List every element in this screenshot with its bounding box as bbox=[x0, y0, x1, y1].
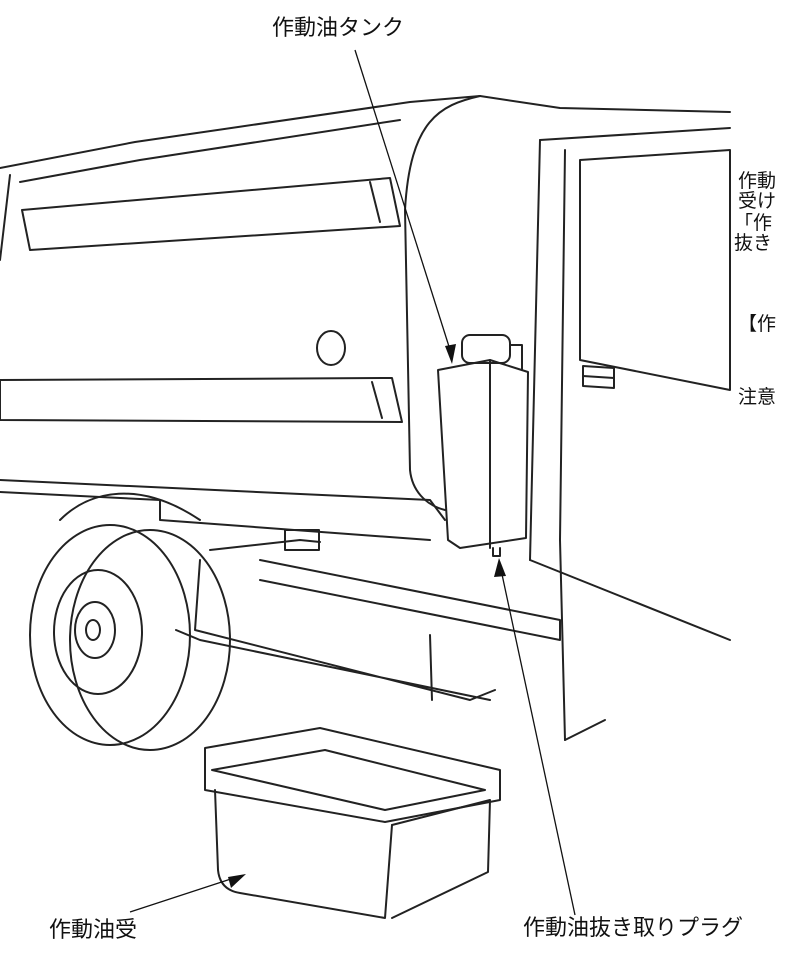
dump-body-top-edge bbox=[0, 95, 481, 169]
cab-door-top bbox=[539, 127, 731, 141]
tank-drain-plug bbox=[492, 547, 501, 557]
side-text-line-5: 【作 bbox=[738, 313, 777, 335]
tank-filler bbox=[461, 334, 511, 364]
step-bar bbox=[175, 539, 496, 701]
rear-wheel-tire-back bbox=[69, 529, 231, 751]
side-text-line-2: 受け bbox=[738, 190, 777, 212]
arrowhead-drain-plug bbox=[494, 558, 506, 577]
cab-bottom bbox=[529, 559, 731, 641]
rear-wheel-outer bbox=[29, 524, 191, 746]
oil-receiver-label: 作動油受 bbox=[49, 918, 138, 943]
leader-drain-plug bbox=[499, 564, 576, 916]
rear-wheel-hub bbox=[74, 601, 116, 659]
arrowhead-receiver bbox=[228, 874, 246, 888]
rear-wheel-rim bbox=[53, 569, 143, 695]
chassis-frame bbox=[259, 559, 561, 641]
body-lower-rib bbox=[0, 377, 403, 423]
side-text-line-3: 「作 bbox=[734, 212, 773, 234]
leader-receiver bbox=[129, 875, 241, 913]
tank-label: 作動油タンク bbox=[272, 16, 405, 41]
dump-body-left-edge bbox=[0, 174, 11, 261]
hydraulic-tank bbox=[437, 359, 529, 549]
dump-body-top-inner bbox=[19, 119, 401, 183]
cab-front-pillar bbox=[529, 139, 541, 561]
body-bottom-edge bbox=[0, 479, 446, 521]
arrowhead-tank bbox=[445, 344, 456, 364]
cab-window bbox=[579, 149, 731, 391]
leader-tank bbox=[354, 49, 453, 357]
body-round-lamp bbox=[316, 330, 346, 366]
drain-plug-label: 作動油抜き取りプラグ bbox=[523, 916, 744, 941]
oil-receiver-pan bbox=[204, 727, 501, 823]
cab-door-handle bbox=[582, 365, 615, 389]
body-front-curve bbox=[404, 95, 481, 511]
side-text-line-4: 抜き bbox=[734, 232, 773, 254]
body-upper-rib bbox=[21, 177, 401, 251]
side-text-line-6: 注意 bbox=[738, 386, 777, 408]
cab-roof bbox=[479, 95, 731, 113]
side-text-line-1: 作動 bbox=[738, 170, 777, 192]
